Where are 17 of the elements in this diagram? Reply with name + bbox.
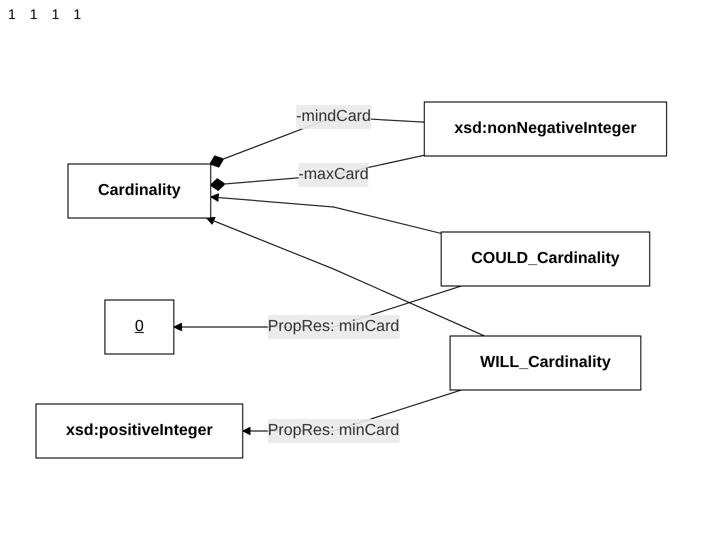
- arrow: [210, 193, 442, 234]
- node-box: 0: [104, 300, 174, 354]
- node-box: WILL_Cardinality: [450, 336, 642, 390]
- connector: [210, 154, 426, 191]
- multiplicity-label: 1: [73, 6, 82, 22]
- multiplicity-label: 1: [8, 6, 16, 22]
- node-box: xsd:nonNegativeInteger: [424, 102, 668, 156]
- multiplicity-label: 1: [52, 6, 60, 22]
- node-box: Cardinality: [68, 164, 212, 218]
- node-box: COULD_Cardinality: [440, 232, 650, 286]
- node-box: xsd:positiveInteger: [36, 404, 244, 458]
- arrow: [206, 216, 486, 336]
- edge-label: PropRes: minCard: [268, 422, 400, 439]
- multiplicity-label: 1: [30, 6, 38, 22]
- edge-label: PropRes: minCard: [268, 318, 400, 335]
- edge-label: -mindCard: [296, 108, 372, 125]
- edge-label: -maxCard: [298, 166, 369, 183]
